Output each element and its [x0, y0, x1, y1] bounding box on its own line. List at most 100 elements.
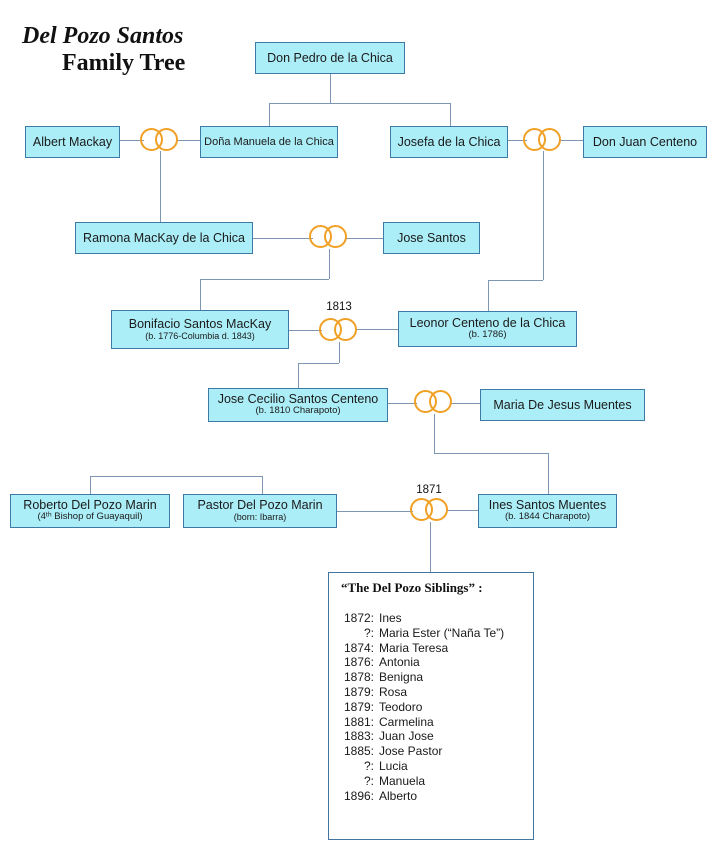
ring-icon [155, 128, 178, 151]
connector-line [330, 74, 331, 103]
connector-line [269, 103, 270, 126]
person-name: Doña Manuela de la Chica [204, 135, 334, 148]
sibling-row: 1881: Carmelina [341, 715, 531, 730]
sibling-year: 1876: [343, 655, 374, 670]
sibling-row: 1876: Antonia [341, 655, 531, 670]
connector-line [548, 453, 549, 494]
title-line1: Del Pozo Santos [22, 23, 184, 49]
person-name: Josefa de la Chica [397, 134, 501, 149]
sibling-year: 1879: [343, 699, 374, 714]
sibling-year: 1878: [343, 670, 374, 685]
person-box-ines: Ines Santos Muentes (b. 1844 Charapoto) [478, 494, 617, 528]
connector-line [355, 329, 398, 330]
title-line2: Family Tree [62, 50, 186, 76]
connector-line [434, 414, 435, 453]
connector-line [200, 279, 201, 310]
connector-line [269, 103, 450, 104]
connector-line [253, 238, 313, 239]
person-box-ramona: Ramona MacKay de la Chica [75, 222, 253, 254]
person-name: Roberto Del Pozo Marin [23, 498, 157, 513]
person-box-albert-mackay: Albert Mackay [25, 126, 120, 158]
sibling-name: Ines [379, 611, 402, 625]
sibling-name: Lucia [379, 758, 408, 773]
person-name: Bonifacio Santos MacKay [128, 316, 272, 331]
person-box-maria-muentes: Maria De Jesus Muentes [480, 389, 645, 421]
sibling-row: 1874: Maria Teresa [341, 641, 531, 656]
diagram-title: Del Pozo Santos Family Tree [22, 22, 202, 76]
connector-line [450, 103, 451, 126]
sibling-year: 1881: [343, 714, 374, 729]
connector-line [446, 510, 478, 511]
person-detail: (b. 1844 Charapoto) [504, 511, 591, 523]
person-detail: (b. 1786) [468, 329, 507, 341]
sibling-name: Maria Teresa [379, 640, 449, 655]
person-name: Don Pedro de la Chica [267, 50, 393, 65]
person-detail: (born: Ibarra) [233, 512, 287, 523]
sibling-row: 1878:Benigna [341, 670, 531, 685]
sibling-name: Jose Pastor [379, 744, 443, 759]
person-box-jose-cecilio: Jose Cecilio Santos Centeno (b. 1810 Cha… [208, 388, 388, 422]
sibling-name: Carmelina [379, 714, 434, 729]
sibling-row: 1879: Teodoro [341, 700, 531, 715]
sibling-year: 1872: [343, 611, 374, 625]
sibling-row: 1883:Juan Jose [341, 729, 531, 744]
marriage-rings-icon [319, 318, 358, 342]
marriage-year-label: 1813 [326, 301, 352, 313]
sibling-bracket-line [262, 476, 263, 494]
connector-line [289, 330, 322, 331]
sibling-row: 1896: Alberto [341, 789, 531, 804]
sibling-name: Antonia [379, 655, 420, 670]
person-name: Pastor Del Pozo Marin [197, 498, 323, 513]
sibling-name: Manuela [379, 773, 426, 788]
person-detail: (b. 1776-Columbia d. 1843) [145, 330, 255, 341]
sibling-row: ?: Maria Ester (“Naña Te”) [341, 626, 531, 641]
connector-line [120, 140, 144, 141]
sibling-name: Teodoro [379, 699, 423, 714]
connector-line [508, 140, 527, 141]
connector-line [543, 151, 544, 280]
person-name: Ramona MacKay de la Chica [83, 230, 245, 245]
sibling-row: ?:Manuela [341, 774, 531, 789]
sibling-year: 1874: [343, 640, 374, 655]
connector-line [488, 280, 543, 281]
person-detail: (4ᵗʰ Bishop of Guayaquil) [37, 511, 143, 523]
person-name: Maria De Jesus Muentes [493, 397, 632, 412]
sibling-row: 1885:Jose Pastor [341, 744, 531, 759]
marriage-rings-icon [414, 390, 453, 414]
sibling-name: Maria Ester (“Naña Te”) [379, 625, 505, 640]
siblings-panel: “The Del Pozo Siblings” : 1872:Ines ?:Ma… [328, 572, 534, 840]
ring-icon [425, 498, 448, 521]
siblings-panel-heading: “The Del Pozo Siblings” : [341, 580, 483, 595]
sibling-bracket-line [90, 476, 262, 477]
sibling-name: Juan Jose [379, 729, 434, 744]
person-box-pastor: Pastor Del Pozo Marin (born: Ibarra) [183, 494, 337, 528]
connector-line [298, 363, 299, 388]
sibling-year: ?: [363, 625, 374, 640]
person-name: Jose Santos [397, 230, 466, 245]
connector-line [329, 249, 330, 279]
marriage-year-label: 1871 [416, 484, 442, 496]
sibling-row: ?:Lucia [341, 759, 531, 774]
ring-icon [334, 318, 357, 341]
person-name: Leonor Centeno de la Chica [409, 316, 566, 331]
connector-line [160, 151, 161, 222]
ring-icon [538, 128, 561, 151]
connector-line [430, 522, 431, 572]
marriage-rings-icon [309, 225, 348, 249]
sibling-year: 1896: [343, 788, 374, 803]
sibling-row: 1879:Rosa [341, 685, 531, 700]
connector-line [434, 453, 548, 454]
sibling-name: Alberto [379, 788, 418, 803]
person-box-roberto: Roberto Del Pozo Marin (4ᵗʰ Bishop of Gu… [10, 494, 170, 528]
sibling-year: 1879: [343, 684, 374, 699]
ring-icon [429, 390, 452, 413]
marriage-rings-icon [523, 128, 562, 152]
person-name: Don Juan Centeno [592, 134, 698, 149]
connector-line [176, 140, 200, 141]
person-box-manuela: Doña Manuela de la Chica [200, 126, 338, 158]
connector-line [339, 342, 340, 363]
marriage-rings-icon [140, 128, 179, 152]
sibling-row: 1872: Ines [341, 611, 531, 626]
ring-icon [324, 225, 347, 248]
